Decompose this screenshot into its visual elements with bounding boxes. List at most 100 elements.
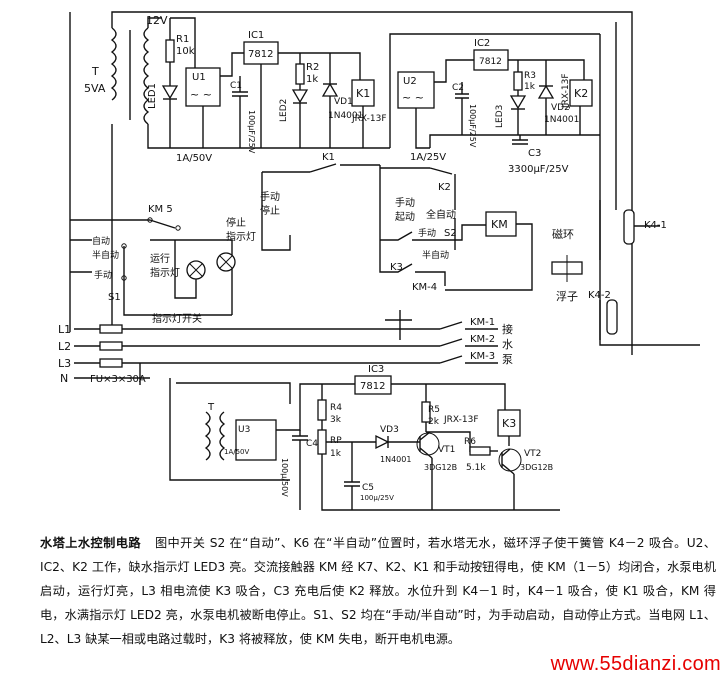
svg-text:~ ~: ~ ~ (190, 88, 212, 101)
r3-value: 1k (524, 82, 536, 92)
fuse1-label: 1A/50V (176, 153, 212, 164)
stop-lamp-label-2: 指示灯 (226, 230, 256, 243)
lamp-switch-label: 指示灯开关 (152, 312, 202, 325)
led2-label: LED2 (279, 99, 289, 122)
s1-label: S1 (108, 292, 121, 303)
rp-value: 1k (330, 449, 342, 459)
k1-part: JRX-13F (351, 114, 387, 124)
ic2-label: IC2 (474, 38, 490, 49)
k3-contact-label: K3 (390, 262, 403, 273)
k4-2-reed (606, 299, 618, 335)
led1-label: LED1 (147, 83, 158, 109)
caption-title: 水塔上水控制电路 (40, 536, 141, 550)
km-coil (485, 211, 517, 237)
r6-label: R6 (464, 437, 476, 447)
stop-lamp-label-1: 停止 (226, 216, 246, 229)
vt2-label: VT2 (524, 449, 541, 459)
vd2-part: 1N4001 (544, 115, 579, 125)
u3-rectifier (235, 419, 277, 461)
transformer-rating: 5VA (84, 82, 106, 95)
schematic-diagram: T 5VA 12V R1 10k LED1 U1 ~ ~ IC1 7812 C1… (58, 11, 700, 511)
k4-2-label: K4-2 (588, 290, 611, 301)
vt1-label: VT1 (438, 445, 455, 455)
l2-label: L2 (58, 340, 71, 353)
led1-diode (161, 85, 179, 100)
semi-auto2-label: 半自动 (422, 249, 449, 261)
k2-part: JRX-13F (561, 73, 571, 109)
km4-label: KM-4 (412, 282, 437, 293)
float-label: 浮子 (556, 290, 578, 303)
r1-resistor (165, 39, 175, 63)
s2-label: S2 (444, 228, 457, 239)
k3-coil-label: K3 (502, 417, 516, 430)
u3-value: 1A/50V (224, 448, 250, 456)
semi-auto-label: 半自动 (92, 249, 119, 261)
c2-label: C2 (452, 83, 464, 93)
u3-label: U3 (238, 425, 250, 435)
manual-label: 手动 (94, 269, 112, 281)
k4-1-reed (623, 209, 635, 245)
l3-label: L3 (58, 357, 71, 370)
c1-label: C1 (230, 81, 242, 91)
n-label: N (60, 372, 68, 385)
r3-label: R3 (524, 71, 536, 81)
fuse2-label: 1A/25V (410, 152, 446, 163)
k4-1-label: K4-1 (644, 220, 667, 231)
r5-label: R5 (428, 405, 440, 415)
ic1-label: IC1 (248, 30, 264, 41)
r2-resistor (295, 63, 305, 85)
vt2-part: 3DG12B (520, 463, 553, 472)
fuse-l2 (99, 341, 123, 351)
r5-value: 2k (428, 417, 440, 427)
all-auto-label: 全自动 (426, 208, 456, 221)
r1-label: R1 (176, 34, 189, 45)
c5-value: 100μ/25V (360, 494, 394, 502)
rp-label: RP (330, 436, 342, 446)
u2-label: U2 (403, 76, 417, 87)
c3-label: C3 (528, 148, 541, 159)
c5-label: C5 (362, 483, 374, 493)
manual-stop-label-1: 手动 (260, 190, 280, 203)
vd3-part: 1N4001 (380, 455, 411, 464)
km1-label: KM-1 (470, 317, 495, 328)
r6-resistor (469, 446, 491, 456)
fuse-l3 (99, 358, 123, 368)
u1-rectifier (185, 67, 221, 107)
pump-label-2: 水 (502, 338, 513, 351)
vd3-label: VD3 (380, 425, 399, 435)
vd1-label: VD1 (334, 97, 353, 107)
vd3-diode (375, 434, 390, 450)
vd1-diode (321, 82, 339, 97)
k2-coil-label: K2 (574, 87, 588, 100)
l1-label: L1 (58, 323, 71, 336)
auto-label: 自动 (92, 235, 110, 247)
led2-diode (291, 89, 309, 104)
r3-resistor (513, 71, 523, 91)
magnet-ring-label: 磁环 (552, 228, 574, 241)
run-lamp-label-2: 指示灯 (150, 266, 180, 279)
caption: 水塔上水控制电路图中开关 S2 在“自动”、K6 在“半自动”位置时，若水塔无水… (40, 531, 716, 651)
r4-resistor (317, 399, 327, 421)
main-transformer: T 5VA 12V (84, 14, 168, 125)
run-lamp-label-1: 运行 (150, 252, 170, 265)
k1-contact-label: K1 (322, 152, 335, 163)
r4-label: R4 (330, 403, 342, 413)
c3-value: 3300μF/25V (508, 164, 569, 175)
transformer-label: T (91, 65, 99, 78)
r1-value: 10k (176, 46, 195, 57)
led3-label: LED3 (495, 105, 505, 128)
ic2-part: 7812 (479, 57, 502, 67)
fuse-l1 (99, 324, 123, 334)
k2-contact-label: K2 (438, 182, 451, 193)
ic1-part: 7812 (248, 49, 273, 60)
k2-coil (569, 79, 593, 107)
manual-start-label-2: 起动 (395, 211, 415, 223)
vd2-diode (537, 84, 555, 99)
c4-value: 100μ/50V (280, 458, 289, 497)
ic3-part: 7812 (360, 381, 385, 392)
vd2-label: VD2 (551, 103, 570, 113)
c4-label: C4 (306, 439, 318, 449)
caption-text: 图中开关 S2 在“自动”、K6 在“半自动”位置时，若水塔无水，磁环浮子使干簧… (40, 536, 716, 646)
k3-part: JRX-13F (443, 415, 479, 425)
fuses-label: FU×3×30A (90, 374, 146, 385)
